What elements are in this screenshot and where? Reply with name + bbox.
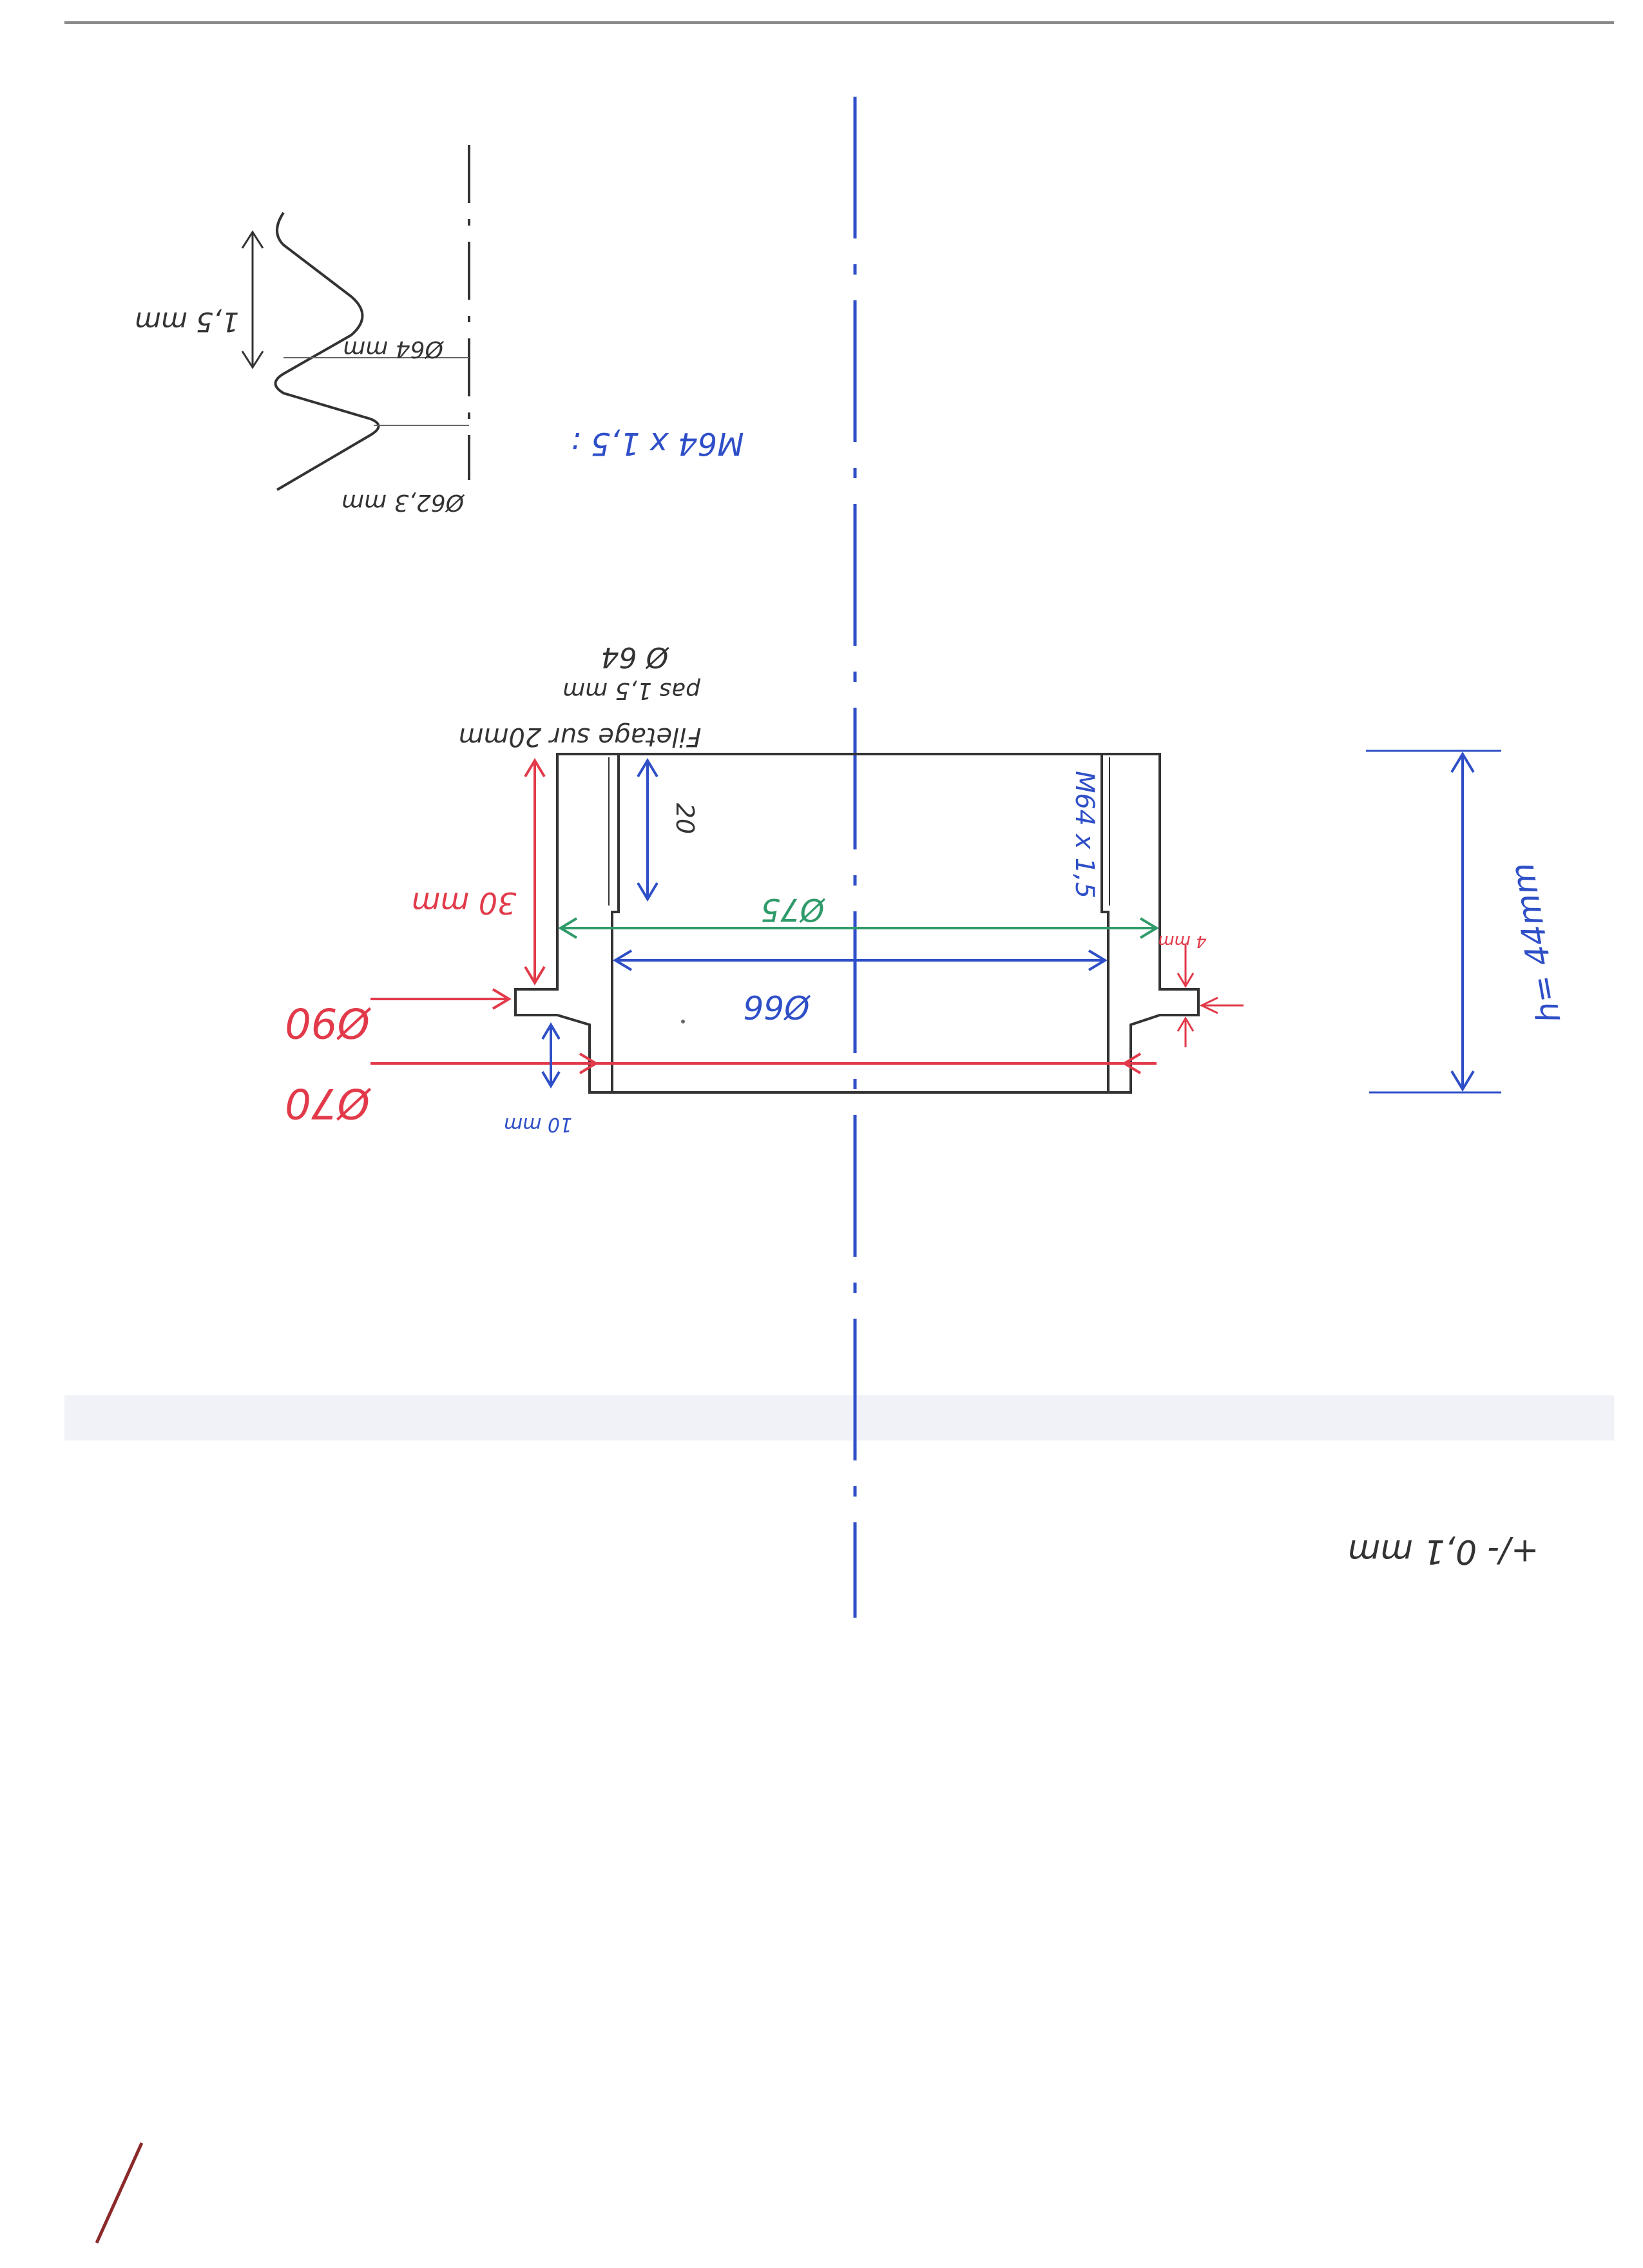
dia66-arrow-right xyxy=(1088,949,1108,971)
thread-depth-arrow-bottom xyxy=(637,882,658,902)
flange4-arrow-top xyxy=(1177,973,1195,988)
dia70-arrow-right xyxy=(1122,1052,1142,1074)
height30-arrow-top xyxy=(524,758,546,778)
height44-label: h= 44mm xyxy=(1503,860,1568,1026)
pitch-arrow-top xyxy=(241,230,264,249)
dia75-arrow-left xyxy=(558,917,578,939)
thread-profile xyxy=(274,211,380,491)
thread-detail: 1,5 mm Ø64 mm Ø62,3 mm M64 x 1,5 : xyxy=(135,145,744,516)
flange10-arrow-top xyxy=(541,1022,561,1040)
height30-arrow-bottom xyxy=(524,965,546,985)
flange4-leader-arrow xyxy=(1199,996,1218,1014)
tolerance-note: +/- 0,1 mm xyxy=(1348,1532,1539,1571)
threading-note-line3: Ø 64 xyxy=(601,641,670,674)
pitch-label: 1,5 mm xyxy=(135,306,239,338)
dia70-label: Ø70 xyxy=(285,1079,372,1127)
threading-note-line2: pas 1,5 mm xyxy=(562,677,701,704)
dia75-arrow-right xyxy=(1139,917,1159,939)
dia66-label: Ø66 xyxy=(744,988,811,1025)
minor-diameter-label: Ø62,3 mm xyxy=(341,489,465,516)
pitch-arrow-bottom xyxy=(241,351,264,369)
threading-note-line1: Filetage sur 20mm xyxy=(459,722,702,751)
flange4-label: 4 mm xyxy=(1158,931,1206,951)
dia70-arrow-left xyxy=(579,1052,599,1074)
major-diameter-label: Ø64 mm xyxy=(343,336,445,362)
height44-arrow-top xyxy=(1450,751,1475,773)
stray-dot xyxy=(681,1020,685,1023)
thread-spec-label: M64 x 1,5 : xyxy=(570,425,744,461)
scan-band xyxy=(64,1395,1614,1440)
flange10-label: 10 mm xyxy=(504,1113,572,1136)
thread-depth-label: 20 xyxy=(671,803,699,834)
flange4-arrow-bottom xyxy=(1177,1016,1195,1032)
dia90-arrow xyxy=(492,988,512,1010)
flange10-arrow-bottom xyxy=(541,1071,561,1089)
dia75-label: Ø75 xyxy=(761,891,826,927)
stray-pen-mark xyxy=(95,2142,144,2244)
dia90-label: Ø90 xyxy=(285,998,372,1046)
dia66-arrow-left xyxy=(613,949,633,971)
height30-label: 30 mm xyxy=(412,886,517,920)
thread-depth-arrow-top xyxy=(637,758,658,778)
height44-arrow-bottom xyxy=(1450,1070,1475,1092)
thread-spec-side-label: M64 x 1,5 xyxy=(1070,771,1099,898)
